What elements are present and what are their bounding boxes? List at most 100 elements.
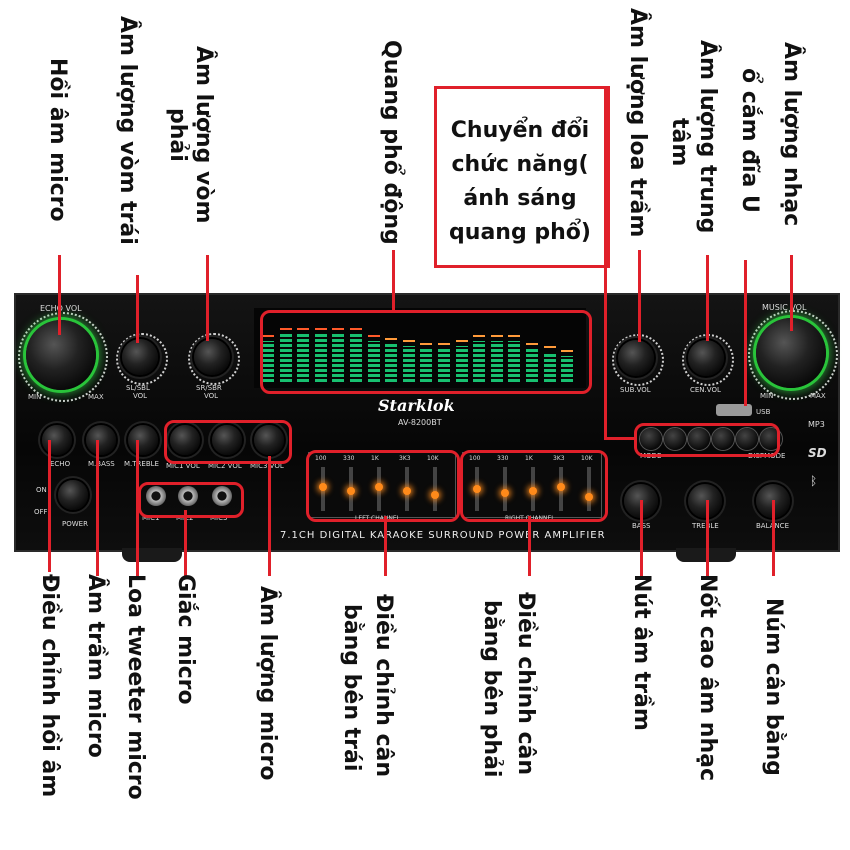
echo-adjust-knob[interactable] — [42, 425, 72, 455]
eq-slider-handle[interactable] — [473, 485, 481, 493]
treble-knob[interactable] — [688, 484, 722, 518]
eq-slider-handle[interactable] — [431, 491, 439, 499]
mic2-jack[interactable] — [178, 486, 198, 506]
spectrum-peak — [526, 343, 538, 345]
next-button[interactable] — [712, 428, 734, 450]
spectrum-line — [392, 250, 395, 310]
m-bass-text: M.BASS — [88, 460, 115, 468]
echo-vol-knob[interactable] — [26, 320, 96, 390]
mp3-logo: MP3 — [808, 420, 825, 429]
power-text: POWER — [62, 520, 88, 528]
function-box-text: Chuyển đổi chức năng( ánh sáng quang phổ… — [440, 114, 600, 250]
spectrum-peak — [297, 328, 310, 330]
spectrum-bar — [490, 341, 503, 382]
spectrum-peak — [350, 328, 362, 330]
music-knob-ring — [748, 310, 838, 400]
mic-treble-knob[interactable] — [128, 425, 158, 455]
sub-vol-knob[interactable] — [618, 340, 654, 376]
eq-freq-label: 3K3 — [553, 455, 565, 462]
eq-slider-handle[interactable] — [557, 483, 565, 491]
mic-jack-line — [184, 510, 187, 576]
buttons-highlight — [634, 423, 780, 457]
spectrum-peak — [367, 335, 380, 337]
spectrum-peak — [420, 343, 433, 345]
eq-slider-handle[interactable] — [347, 487, 355, 495]
eq-slider-track[interactable] — [587, 467, 591, 511]
eq-slider-handle[interactable] — [529, 487, 537, 495]
echo-knob-ring — [18, 312, 108, 402]
music-max-text: MAX — [810, 392, 826, 400]
label-sr-vol-2: phải — [165, 108, 190, 162]
mic3-jack[interactable] — [212, 486, 232, 506]
label-mic-vol: Âm lượng micro — [255, 586, 280, 781]
sub-line — [638, 250, 641, 342]
label-eq-left-1: Điều chỉnh cân — [371, 594, 396, 777]
mic-bass-knob[interactable] — [86, 425, 116, 455]
spectrum-bar — [508, 341, 521, 382]
spectrum-peak — [332, 328, 345, 330]
sl-sbl-vol-knob[interactable] — [122, 339, 158, 375]
sr-sbr-vol-knob[interactable] — [194, 339, 230, 375]
echo-line — [58, 255, 61, 335]
sl-line — [136, 275, 139, 343]
eq-slider-track[interactable] — [433, 467, 437, 511]
label-eq-right-1: Điều chỉnh cân — [513, 592, 538, 775]
spectrum-display — [254, 308, 586, 388]
on-text: ON — [36, 486, 47, 494]
mic3-text: MIC3 — [210, 514, 228, 522]
function-line-3: ánh sáng — [463, 186, 577, 211]
echo-text: ECHO — [50, 460, 71, 468]
eq-freq-label: 100 — [315, 455, 327, 462]
mic3-vol-text: MIC3 VOL — [250, 462, 284, 470]
cen-vol-knob[interactable] — [688, 340, 724, 376]
footer-text: 7.1CH DIGITAL KARAOKE SURROUND POWER AMP… — [280, 530, 606, 541]
bluetooth-icon: ᛒ — [810, 474, 818, 488]
mic1-vol-knob[interactable] — [170, 425, 200, 455]
dispmode-button[interactable] — [760, 428, 782, 450]
spectrum-peak — [561, 350, 574, 352]
eq-freq-label: 1K — [525, 455, 533, 462]
repeat-button[interactable] — [736, 428, 758, 450]
spectrum-peak — [455, 340, 468, 342]
eq-slider-handle[interactable] — [403, 487, 411, 495]
label-eq-left-2: bằng bên trái — [339, 604, 364, 772]
spectrum-bar — [526, 349, 538, 382]
eq-slider-handle[interactable] — [501, 489, 509, 497]
mic-vol-highlight — [164, 420, 292, 464]
play-pause-button[interactable] — [688, 428, 710, 450]
function-box — [434, 86, 610, 268]
eq-slider-handle[interactable] — [319, 483, 327, 491]
spectrum-bar — [297, 334, 310, 382]
brand-logo: Starklok — [378, 396, 455, 415]
usb-port[interactable] — [716, 404, 752, 416]
left-foot — [122, 548, 182, 562]
label-sr-vol-1: Âm lượng vòm — [191, 46, 216, 224]
label-eq-right-2: bằng bên phải — [479, 600, 504, 778]
spectrum-bar — [438, 349, 450, 382]
function-line-2: chức năng( — [451, 152, 589, 177]
label-echo-adjust: Điều chỉnh hồi âm — [37, 574, 62, 798]
spectrum-peak — [314, 328, 327, 330]
spectrum-bar — [367, 341, 380, 382]
spectrum-peak — [438, 343, 450, 345]
usb-text: USB — [756, 408, 771, 416]
label-usb: ổ cắm đĩa U — [737, 68, 762, 213]
prev-button[interactable] — [664, 428, 686, 450]
spectrum-highlight — [260, 310, 592, 394]
mic3-vol-knob[interactable] — [254, 425, 284, 455]
eq-slider-handle[interactable] — [375, 483, 383, 491]
label-cen-vol-2: tâm — [667, 118, 692, 167]
label-balance: Núm cân bằng — [761, 598, 786, 776]
label-mic-jack: Giắc micro — [173, 574, 198, 705]
label-mic-treble: Loa tweeter micro — [123, 574, 148, 800]
eq-slider-handle[interactable] — [585, 493, 593, 501]
mode-button[interactable] — [640, 428, 662, 450]
mic1-vol-text: MIC1 VOL — [166, 462, 200, 470]
mic-vol-line — [268, 456, 271, 576]
mic1-jack[interactable] — [146, 486, 166, 506]
mic2-vol-knob[interactable] — [212, 425, 242, 455]
spectrum-bar — [385, 344, 398, 382]
power-button[interactable] — [58, 480, 88, 510]
eq-freq-label: 1K — [371, 455, 379, 462]
